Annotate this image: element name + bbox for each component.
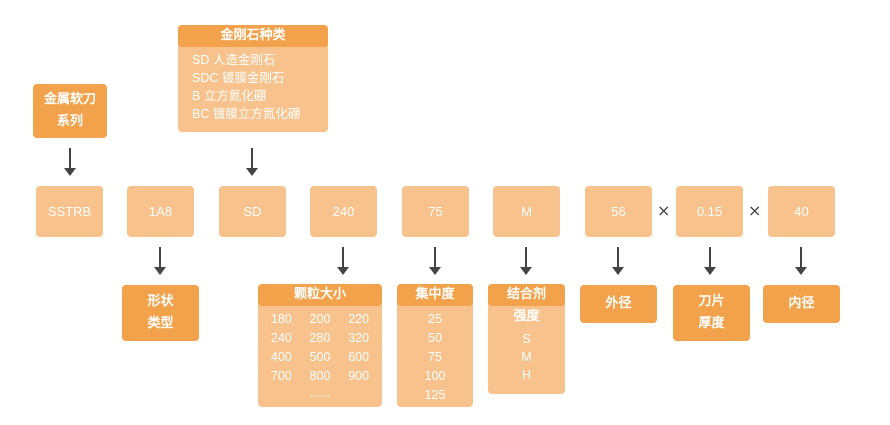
grain-value: 900 [348, 369, 370, 383]
code-shape: 1A8 [127, 186, 194, 237]
diamond-type-item: BC 镀膜立方氮化硼 [192, 107, 301, 121]
grain-value: 200 [309, 312, 331, 326]
bond-strength-panel: 结合剂 强度 S M H [488, 284, 565, 394]
series-label-line2: 系列 [56, 114, 83, 129]
code-series: SSTRB [36, 186, 103, 237]
code-bond: M [493, 186, 560, 237]
diamond-type-item: SDC 镀膜金刚石 [192, 71, 285, 85]
grain-value: 280 [309, 331, 331, 345]
multiply-sign: × [657, 201, 671, 220]
series-label: 金属软刀 系列 [33, 84, 107, 138]
series-label-line1: 金属软刀 [43, 92, 96, 107]
grain-size-grid: 180 200 220 240 280 320 400 500 600 700 … [258, 306, 382, 400]
bond-strength-list: S M H [488, 328, 565, 384]
grain-value: 220 [348, 312, 370, 326]
diamond-type-panel: 金刚石种类 SD 人造金刚石 SDC 镀膜金刚石 B 立方氮化硼 BC 镀膜立方… [178, 25, 328, 132]
grain-value: 180 [270, 312, 292, 326]
inner-diameter-label: 内径 [763, 285, 840, 323]
concentration-value: 75 [428, 350, 442, 364]
multiply-sign: × [748, 201, 762, 220]
blade-thickness-line2: 厚度 [698, 316, 725, 331]
shape-type-label: 形状 类型 [122, 285, 199, 341]
grain-size-panel: 颗粒大小 180 200 220 240 280 320 400 500 600… [258, 284, 382, 407]
code-inner-diameter: 40 [768, 186, 835, 237]
concentration-value: 125 [424, 388, 446, 402]
grain-size-title: 颗粒大小 [258, 284, 382, 306]
bond-value: S [522, 332, 531, 346]
blade-thickness-label: 刀片 厚度 [673, 285, 750, 341]
diamond-type-list: SD 人造金刚石 SDC 镀膜金刚石 B 立方氮化硼 BC 镀膜立方氮化硼 [178, 47, 328, 123]
code-thickness: 0.15 [676, 186, 743, 237]
bond-value: H [521, 368, 532, 382]
grain-value: 240 [270, 331, 292, 345]
concentration-panel: 集中度 25 50 75 100 125 [397, 284, 473, 407]
concentration-value: 100 [424, 369, 446, 383]
grain-value: 800 [309, 369, 331, 383]
grain-value: 400 [270, 350, 292, 364]
diamond-type-item: SD 人造金刚石 [192, 53, 276, 67]
shape-type-line2: 类型 [147, 316, 174, 331]
code-diamond: SD [219, 186, 286, 237]
concentration-value: 25 [428, 312, 442, 326]
bond-strength-subtitle: 强度 [513, 309, 540, 324]
grain-value [339, 386, 378, 400]
grain-value [262, 386, 301, 400]
grain-value: 500 [309, 350, 331, 364]
shape-type-line1: 形状 [147, 294, 174, 309]
code-outer-diameter: 56 [585, 186, 652, 237]
grain-ellipsis: ...... [309, 386, 331, 400]
bond-strength-title: 结合剂 [488, 284, 565, 306]
grain-value: 600 [348, 350, 370, 364]
outer-diameter-label: 外径 [580, 285, 657, 323]
grain-value: 700 [270, 369, 292, 383]
concentration-list: 25 50 75 100 125 [397, 306, 473, 405]
bond-value: M [521, 350, 532, 364]
concentration-value: 50 [428, 331, 442, 345]
concentration-title: 集中度 [397, 284, 473, 306]
blade-thickness-line1: 刀片 [698, 294, 725, 309]
diamond-type-item: B 立方氮化硼 [192, 89, 267, 103]
diamond-type-title: 金刚石种类 [178, 25, 328, 47]
grain-value: 320 [348, 331, 370, 345]
code-concentration: 75 [402, 186, 469, 237]
code-grain: 240 [310, 186, 377, 237]
